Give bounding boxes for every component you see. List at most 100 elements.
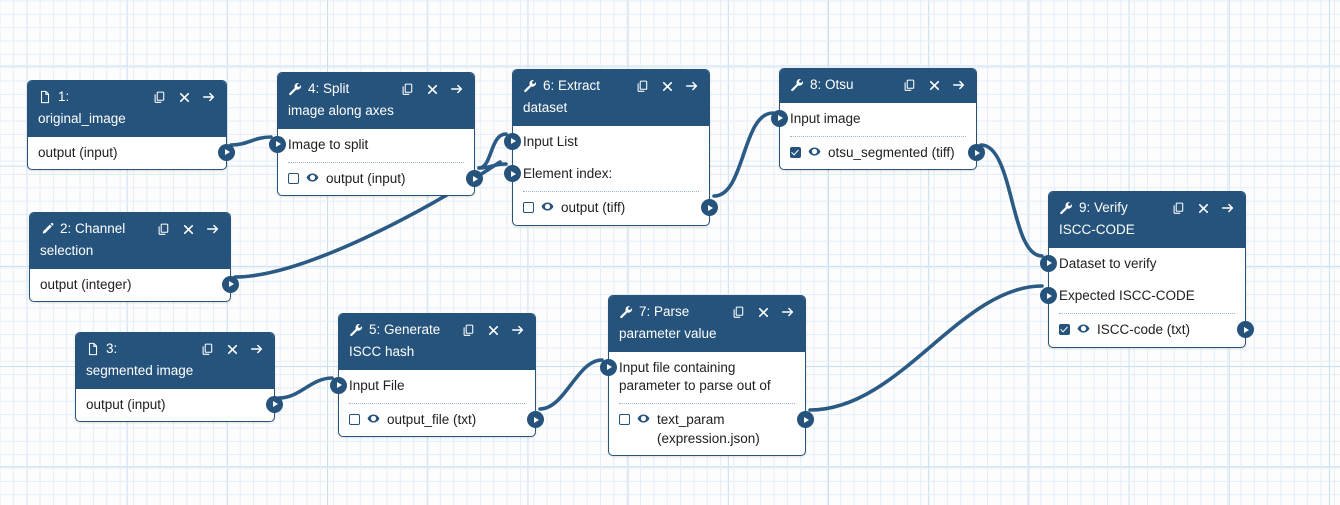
node-5-input-1[interactable]: Input File bbox=[330, 370, 535, 402]
node-9-input-terminal-1[interactable] bbox=[1040, 254, 1057, 272]
node-8-output-checkbox-1[interactable] bbox=[790, 147, 801, 159]
node-3-header[interactable]: 3:segmented image bbox=[76, 333, 274, 389]
node-6-subtitle: dataset bbox=[523, 99, 568, 115]
node-4-output-1[interactable]: output (input) bbox=[278, 163, 483, 195]
node-7-input-terminal-1[interactable] bbox=[600, 358, 617, 376]
node-9-input-1[interactable]: Dataset to verify bbox=[1040, 248, 1245, 280]
node-4-duplicate-icon[interactable] bbox=[400, 82, 414, 96]
node-5-output-1[interactable]: output_file (txt) bbox=[339, 404, 544, 436]
node-6-output-terminal-1[interactable] bbox=[701, 199, 718, 217]
node-4-output-terminal-1[interactable] bbox=[466, 170, 483, 188]
node-1-close-icon[interactable] bbox=[177, 90, 191, 104]
node-9-title: 9: Verify bbox=[1079, 200, 1128, 215]
node-6-input-2[interactable]: Element index: bbox=[504, 158, 709, 190]
node-3-output-1[interactable]: output (input) bbox=[76, 389, 283, 421]
node-8-output-terminal-1[interactable] bbox=[968, 144, 985, 162]
node-7-duplicate-icon[interactable] bbox=[731, 305, 745, 319]
node-3-close-icon[interactable] bbox=[225, 342, 239, 356]
node-6-input-terminal-2[interactable] bbox=[504, 165, 521, 183]
node-8-input-label-1: Input image bbox=[790, 110, 861, 126]
edge-1-output-to-4-image-to-split bbox=[229, 135, 273, 147]
node-5-duplicate-icon[interactable] bbox=[461, 323, 475, 337]
node-6-eye-icon-1[interactable] bbox=[541, 200, 554, 213]
node-7-output-checkbox-1[interactable] bbox=[619, 414, 630, 426]
node-9-input-2[interactable]: Expected ISCC-CODE bbox=[1040, 280, 1245, 312]
node-5-output-checkbox-1[interactable] bbox=[349, 414, 360, 426]
node-8-close-icon[interactable] bbox=[927, 78, 941, 92]
node-9-output-terminal-1[interactable] bbox=[1237, 321, 1254, 339]
node-7-output-terminal-1[interactable] bbox=[797, 411, 814, 429]
node-6-output-checkbox-1[interactable] bbox=[523, 202, 534, 214]
node-4-input-terminal-1[interactable] bbox=[269, 135, 286, 153]
node-7-arrow-right-icon[interactable] bbox=[781, 305, 795, 319]
node-9-input-terminal-2[interactable] bbox=[1040, 287, 1057, 305]
node-1-duplicate-icon[interactable] bbox=[152, 90, 166, 104]
node-8-input-terminal-1[interactable] bbox=[771, 109, 788, 127]
node-6-input-1[interactable]: Input List bbox=[504, 126, 709, 158]
node-5-output-terminal-1[interactable] bbox=[527, 411, 544, 429]
wrench-icon bbox=[349, 323, 363, 337]
node-3-output-terminal-1[interactable] bbox=[266, 395, 283, 413]
node-5-eye-icon-1[interactable] bbox=[367, 412, 380, 425]
node-4-close-icon[interactable] bbox=[425, 82, 439, 96]
node-8-header[interactable]: 8: Otsu bbox=[780, 69, 976, 103]
node-6-duplicate-icon[interactable] bbox=[635, 79, 649, 93]
node-4-output-checkbox-1[interactable] bbox=[288, 173, 299, 185]
node-7-subtitle: parameter value bbox=[619, 325, 717, 341]
node-9-output-1[interactable]: ISCC-code (txt) bbox=[1049, 314, 1254, 346]
node-2-arrow-right-icon[interactable] bbox=[206, 222, 220, 236]
node-2-close-icon[interactable] bbox=[181, 222, 195, 236]
node-8-output-1[interactable]: otsu_segmented (tiff) bbox=[780, 137, 985, 169]
node-7-input-1[interactable]: Input file containing parameter to parse… bbox=[600, 352, 805, 402]
node-4-arrow-right-icon[interactable] bbox=[450, 82, 464, 96]
node-4-input-1[interactable]: Image to split bbox=[269, 129, 474, 161]
node-1-arrow-right-icon[interactable] bbox=[202, 90, 216, 104]
node-2-output-1[interactable]: output (integer) bbox=[30, 269, 239, 301]
node-5-input-terminal-1[interactable] bbox=[330, 376, 347, 394]
node-6-input-terminal-1[interactable] bbox=[504, 132, 521, 150]
node-6-close-icon[interactable] bbox=[660, 79, 674, 93]
node-7-close-icon[interactable] bbox=[756, 305, 770, 319]
node-8-input-1[interactable]: Input image bbox=[771, 103, 976, 135]
node-8-duplicate-icon[interactable] bbox=[902, 78, 916, 92]
node-8-arrow-right-icon[interactable] bbox=[952, 78, 966, 92]
node-1-header[interactable]: 1:original_image bbox=[28, 81, 226, 137]
node-9-arrow-right-icon[interactable] bbox=[1221, 201, 1235, 215]
node-8-eye-icon-1[interactable] bbox=[808, 145, 821, 158]
node-2-output-terminal-1[interactable] bbox=[222, 275, 239, 293]
node-9-output-checkbox-1[interactable] bbox=[1059, 324, 1070, 336]
node-6-arrow-right-icon[interactable] bbox=[685, 79, 699, 93]
node-9-duplicate-icon[interactable] bbox=[1171, 201, 1185, 215]
node-3-duplicate-icon[interactable] bbox=[200, 342, 214, 356]
node-5-arrow-right-icon[interactable] bbox=[511, 323, 525, 337]
node-3-arrow-right-icon[interactable] bbox=[250, 342, 264, 356]
node-7-output-1[interactable]: text_param (expression.json) bbox=[609, 404, 814, 454]
node-2-duplicate-icon[interactable] bbox=[156, 222, 170, 236]
node-6-output-1[interactable]: output (tiff) bbox=[513, 192, 718, 224]
node-9-close-icon[interactable] bbox=[1196, 201, 1210, 215]
edge-4-output-to-6-element-index bbox=[477, 162, 508, 170]
node-7-eye-icon-1[interactable] bbox=[637, 412, 650, 425]
node-1-output-1[interactable]: output (input) bbox=[28, 137, 235, 169]
node-9-eye-icon-1[interactable] bbox=[1077, 322, 1090, 335]
node-5-close-icon[interactable] bbox=[486, 323, 500, 337]
node-4-eye-icon-1[interactable] bbox=[306, 171, 319, 184]
node-1-output-terminal-1[interactable] bbox=[218, 143, 235, 161]
node-7-output-label-1: text_param (expression.json) bbox=[657, 412, 760, 446]
